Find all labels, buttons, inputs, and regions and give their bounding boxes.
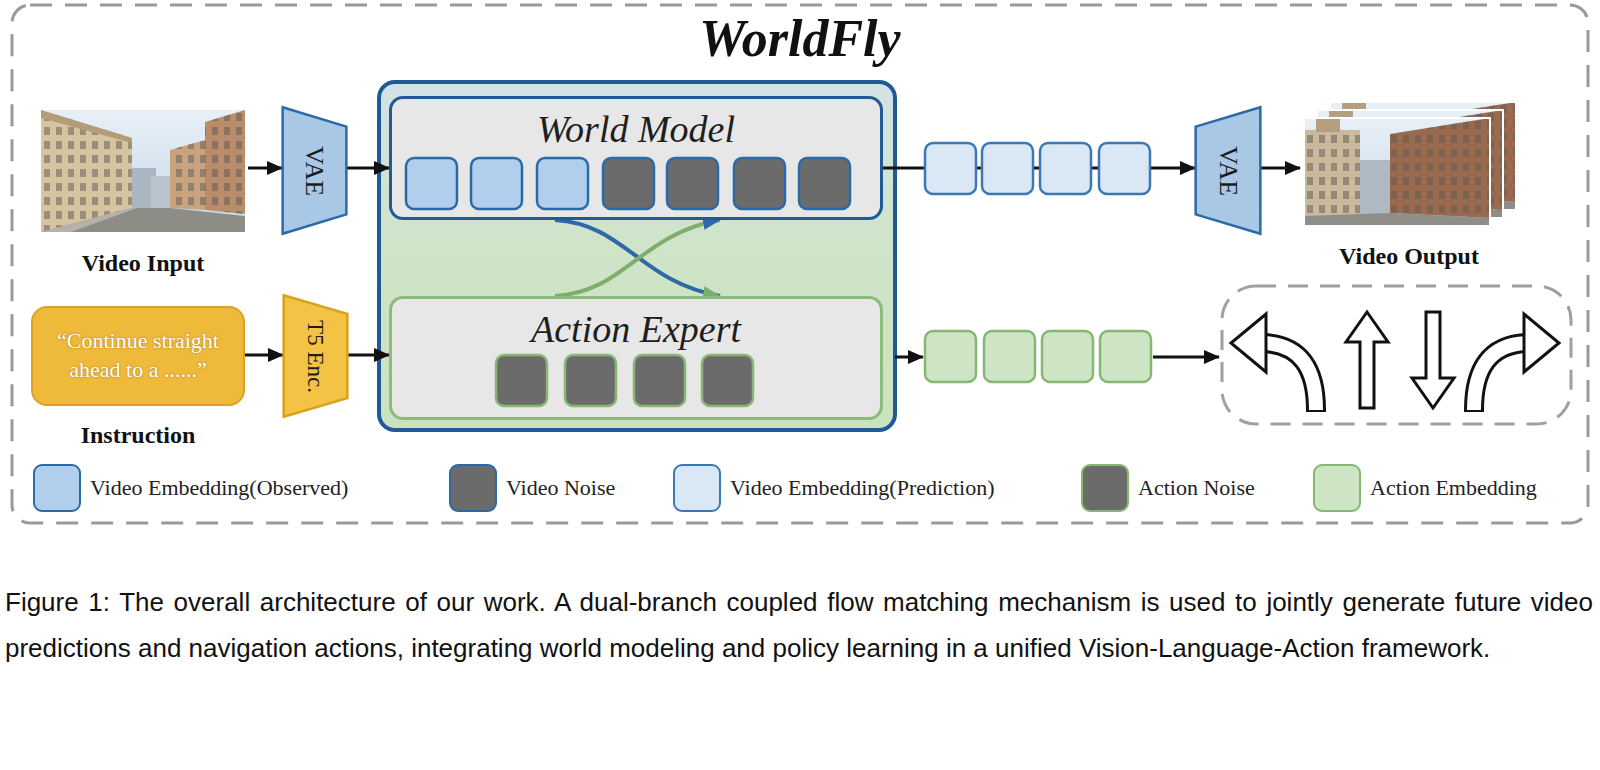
encoder-label: VAE [1215,145,1241,195]
turn-left-arrow [1231,314,1316,412]
instruction-node: “Continue straight ahead to a ......” Ins… [31,306,245,449]
vae-encoder: VAE [282,106,347,235]
action-space-frame [1222,286,1571,424]
video-output-node: Video Output [1300,102,1518,270]
figure-caption: Figure 1: The overall architecture of ou… [5,579,1593,671]
flow-arrow [555,220,720,296]
legend-text: Action Embedding [1370,475,1537,501]
encoder-label: VAE [302,145,328,195]
flow-arrow [555,220,720,296]
world-model-box: World Model [389,96,883,220]
image-label: Video Input [82,249,204,277]
image-label: Video Output [1339,242,1479,270]
encoder-label: T5 Enc. [304,320,327,393]
legend-swatch [1081,464,1129,512]
figure-title: WorldFly [0,10,1600,67]
action-embedding-tokens [925,331,1151,382]
module-title: World Model [392,99,880,151]
flow-arrow [248,167,282,170]
action-expert-box: Action Expert [389,296,883,420]
flow-arrow [348,354,389,357]
vae-decoder: VAE [1195,106,1261,235]
turn-right-arrow [1474,314,1559,412]
legend-text: Video Noise [506,475,615,501]
module-title: Action Expert [392,299,880,351]
video-input-image [41,110,245,232]
model-container [379,82,895,430]
trapezoid-outline [1196,107,1261,233]
action-decode-arrow [1153,356,1219,359]
video-input-node: Video Input [38,110,248,277]
legend-swatch [1313,464,1361,512]
legend-swatch [449,464,497,512]
legend-text: Video Embedding(Observed) [90,475,348,501]
flow-arrow [245,354,283,357]
video-prediction-tokens [925,143,1150,194]
instruction-text: “Continue straight ahead to a ......” [45,327,231,384]
backward-arrow [1412,312,1454,408]
legend-swatch [673,464,721,512]
action-out-arrow [895,356,923,359]
legend-text: Video Embedding(Prediction) [730,475,994,501]
legend-text: Action Noise [1138,475,1255,501]
flow-arrow [1261,167,1300,170]
t5-encoder: T5 Enc. [283,294,348,418]
forward-arrow [1346,312,1388,408]
video-output-image [1304,102,1516,226]
instruction-label: Instruction [81,421,196,449]
outer-dashed-frame [12,5,1588,523]
instruction-box: “Continue straight ahead to a ......” [31,306,245,406]
trapezoid-outline [283,107,347,233]
flow-arrow [347,167,389,170]
trapezoid-outline [284,295,348,417]
legend-swatch [33,464,81,512]
